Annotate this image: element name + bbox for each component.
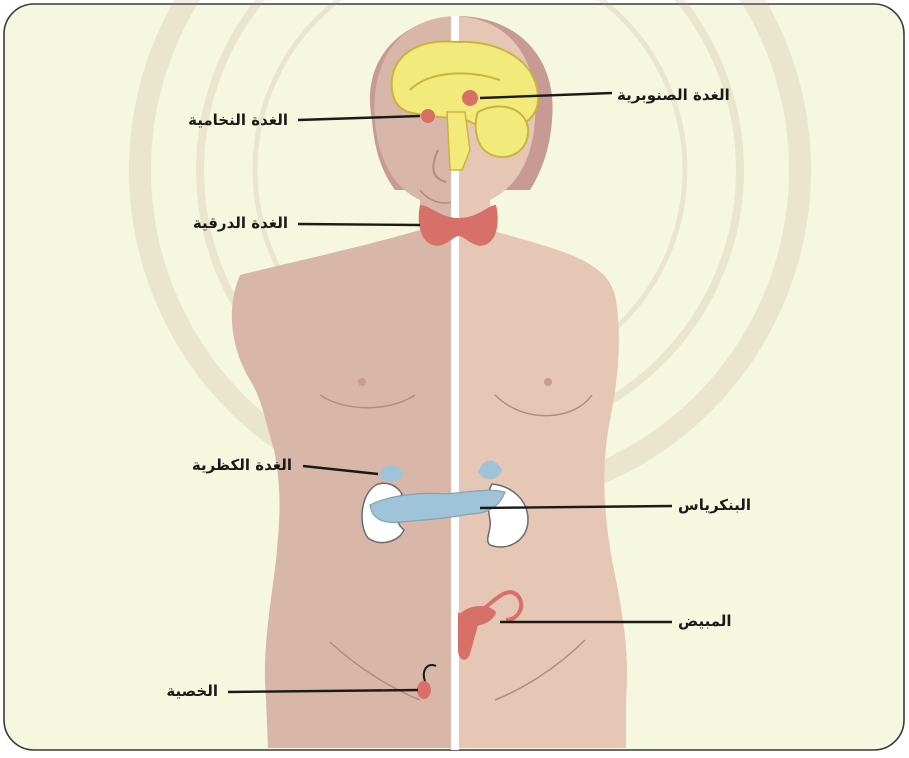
label-pituitary-gland: الغدة النخامية (188, 111, 288, 129)
label-pancreas: البنكرياس (678, 496, 751, 514)
left-nipple (358, 378, 366, 386)
label-thyroid-gland: الغدة الدرقية (193, 214, 288, 232)
label-testis: الخصية (166, 682, 218, 700)
pineal-gland (462, 90, 478, 106)
pituitary-gland (421, 109, 435, 123)
right-nipple (544, 378, 552, 386)
label-adrenal-gland: الغدة الكظرية (192, 456, 292, 474)
label-pineal-gland: الغدة الصنوبرية (617, 86, 730, 104)
thyroid-leader (298, 224, 420, 225)
label-ovary: المبيض (678, 612, 732, 630)
cerebellum (476, 106, 528, 157)
testis (417, 681, 431, 699)
